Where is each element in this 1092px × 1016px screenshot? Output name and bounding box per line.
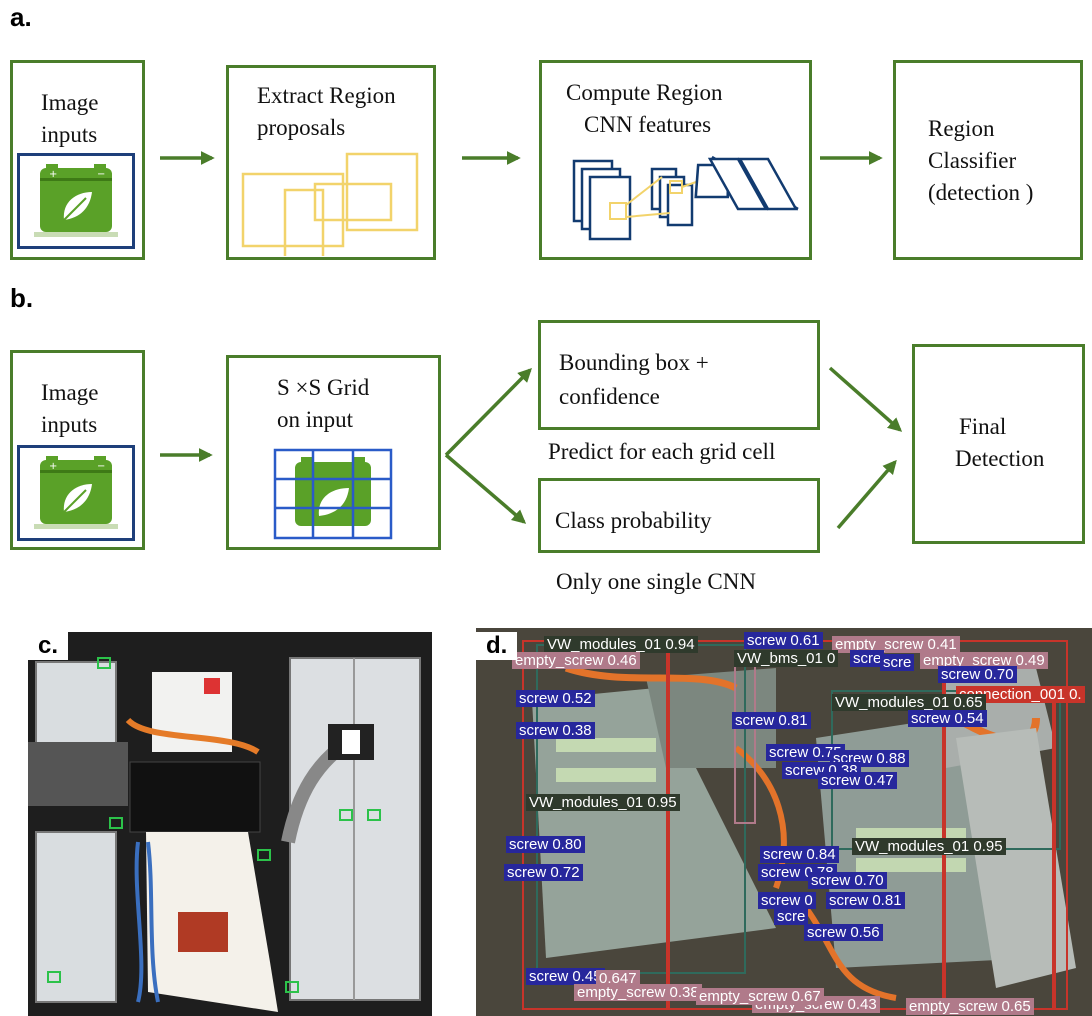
det-label: screw 0.47 bbox=[818, 772, 897, 789]
b-bbox-line2: confidence bbox=[559, 384, 660, 409]
det-label: VW_bms_01 0 bbox=[734, 650, 839, 667]
a-compute-line2: CNN features bbox=[584, 112, 712, 137]
det-label: screw 0.54 bbox=[908, 710, 987, 727]
panel-label-a: a. bbox=[10, 2, 32, 32]
b-final-line1: Final bbox=[959, 414, 1007, 439]
det-label: screw 0.56 bbox=[804, 924, 883, 941]
region-proposals-graphic bbox=[241, 152, 419, 256]
b-final-line2: Detection bbox=[955, 446, 1045, 471]
b-final-detection-box: Final Detection bbox=[912, 344, 1085, 544]
det-box bbox=[1052, 688, 1056, 1008]
b-grid-line1: S ×S Grid bbox=[277, 375, 370, 400]
a-region-classifier-box: Region Classifier (detection ) bbox=[893, 60, 1083, 260]
photo-battery-pack-top bbox=[28, 632, 432, 1016]
det-label: scre bbox=[850, 650, 885, 667]
det-label: scre bbox=[774, 908, 809, 925]
det-label: screw 0.81 bbox=[826, 892, 905, 909]
det-label: empty_screw 0.46 bbox=[512, 652, 640, 669]
det-label: empty_screw 0.41 bbox=[832, 636, 960, 653]
det-label: screw 0.72 bbox=[504, 864, 583, 881]
a-image-inputs-box: Image inputs + − bbox=[10, 60, 145, 260]
b-image-inputs-line1: Image bbox=[41, 380, 99, 405]
b-grid-box: S ×S Grid on input bbox=[226, 355, 441, 550]
det-label: empty_screw 0.65 bbox=[906, 998, 1034, 1015]
det-label: empty_screw 0.38 bbox=[574, 984, 702, 1001]
det-label: VW_modules_01 0.95 bbox=[526, 794, 680, 811]
b-bbox-confidence-box: Bounding box + confidence bbox=[538, 320, 820, 430]
b-class-probability-box: Class probability bbox=[538, 478, 820, 553]
det-label: screw 0.75 bbox=[766, 744, 845, 761]
det-label: screw 0.70 bbox=[808, 872, 887, 889]
cnn-features-graphic bbox=[572, 155, 799, 241]
svg-text:+: + bbox=[49, 169, 57, 180]
detection-result-image: VW_modules_01 0.94 screw 0.61 empty_scre… bbox=[476, 628, 1092, 1016]
b-predict-note: Predict for each grid cell bbox=[548, 439, 776, 464]
det-label: VW_modules_01 0.65 bbox=[832, 694, 986, 711]
a-image-inputs-line2: inputs bbox=[41, 122, 98, 147]
det-label: VW_modules_01 0.95 bbox=[852, 838, 1006, 855]
a-classifier-line1: Region bbox=[928, 116, 995, 141]
det-label: screw 0.81 bbox=[732, 712, 811, 729]
a-classifier-line3: (detection ) bbox=[928, 180, 1034, 205]
det-label: VW_modules_01 0.94 bbox=[544, 636, 698, 653]
det-label: screw 0.80 bbox=[506, 836, 585, 853]
b-image-inputs-box: Image inputs + − bbox=[10, 350, 145, 550]
battery-leaf-icon: + − bbox=[17, 445, 135, 541]
a-classifier-line2: Classifier bbox=[928, 148, 1017, 173]
det-label: screw 0.38 bbox=[516, 722, 595, 739]
a-image-inputs-line1: Image bbox=[41, 90, 99, 115]
a-compute-line1: Compute Region bbox=[566, 80, 723, 105]
det-label: screw 0.52 bbox=[516, 690, 595, 707]
b-single-cnn-note: Only one single CNN bbox=[556, 569, 756, 594]
panel-label-c: c. bbox=[28, 632, 69, 660]
det-label: screw 0 bbox=[758, 892, 816, 909]
battery-leaf-icon: + − bbox=[17, 153, 135, 249]
b-bbox-line1: Bounding box + bbox=[559, 350, 709, 375]
det-box bbox=[666, 638, 670, 1008]
det-box bbox=[734, 664, 756, 824]
svg-text:−: − bbox=[97, 169, 105, 180]
det-label: screw 0.45 bbox=[526, 968, 605, 985]
det-label: 0.647 bbox=[596, 970, 640, 987]
a-extract-line2: proposals bbox=[257, 115, 346, 140]
det-label: connection_001 0. bbox=[956, 686, 1085, 703]
a-extract-region-box: Extract Region proposals bbox=[226, 65, 436, 260]
panel-label-b: b. bbox=[10, 283, 34, 313]
svg-text:+: + bbox=[49, 461, 57, 472]
a-compute-cnn-box: Compute Region CNN features bbox=[539, 60, 812, 260]
det-label: screw 0.61 bbox=[744, 632, 823, 649]
det-label: empty_screw 0.49 bbox=[920, 652, 1048, 669]
det-label: empty_screw 0.67 bbox=[696, 988, 824, 1005]
det-label: scre bbox=[880, 654, 915, 671]
svg-text:−: − bbox=[97, 461, 105, 472]
b-class-line1: Class probability bbox=[555, 508, 712, 533]
det-label: screw 0.84 bbox=[760, 846, 839, 863]
a-extract-line1: Extract Region bbox=[257, 83, 396, 108]
det-label: screw 0.70 bbox=[938, 666, 1017, 683]
b-image-inputs-line2: inputs bbox=[41, 412, 98, 437]
b-grid-line2: on input bbox=[277, 407, 354, 432]
grid-battery-icon bbox=[273, 448, 393, 540]
panel-label-d: d. bbox=[476, 632, 518, 660]
